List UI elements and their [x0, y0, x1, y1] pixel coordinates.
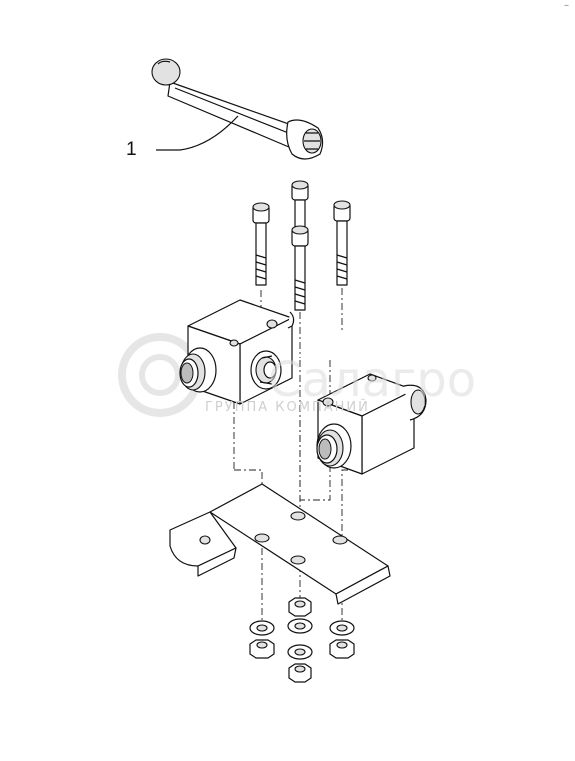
bolt-center-upper — [291, 180, 309, 229]
corner-mark: – — [564, 0, 569, 11]
bolt-center — [291, 225, 309, 311]
valve-handle — [151, 58, 324, 160]
callout-leader — [156, 115, 239, 151]
washers-nuts-center — [287, 597, 313, 683]
bolt-right — [333, 200, 351, 286]
valve-block-upper — [179, 299, 295, 405]
watermark-tagline: ГРУППА КОМПАНИЙ — [205, 400, 370, 415]
bolt-left — [252, 202, 270, 286]
callout-label-1: 1 — [126, 139, 137, 160]
washers-nuts-right — [329, 620, 355, 659]
watermark-brand: Салагро — [268, 352, 477, 408]
valve-block-lower — [316, 373, 427, 475]
washers-nuts-left — [249, 620, 275, 659]
mounting-bracket — [169, 483, 391, 605]
